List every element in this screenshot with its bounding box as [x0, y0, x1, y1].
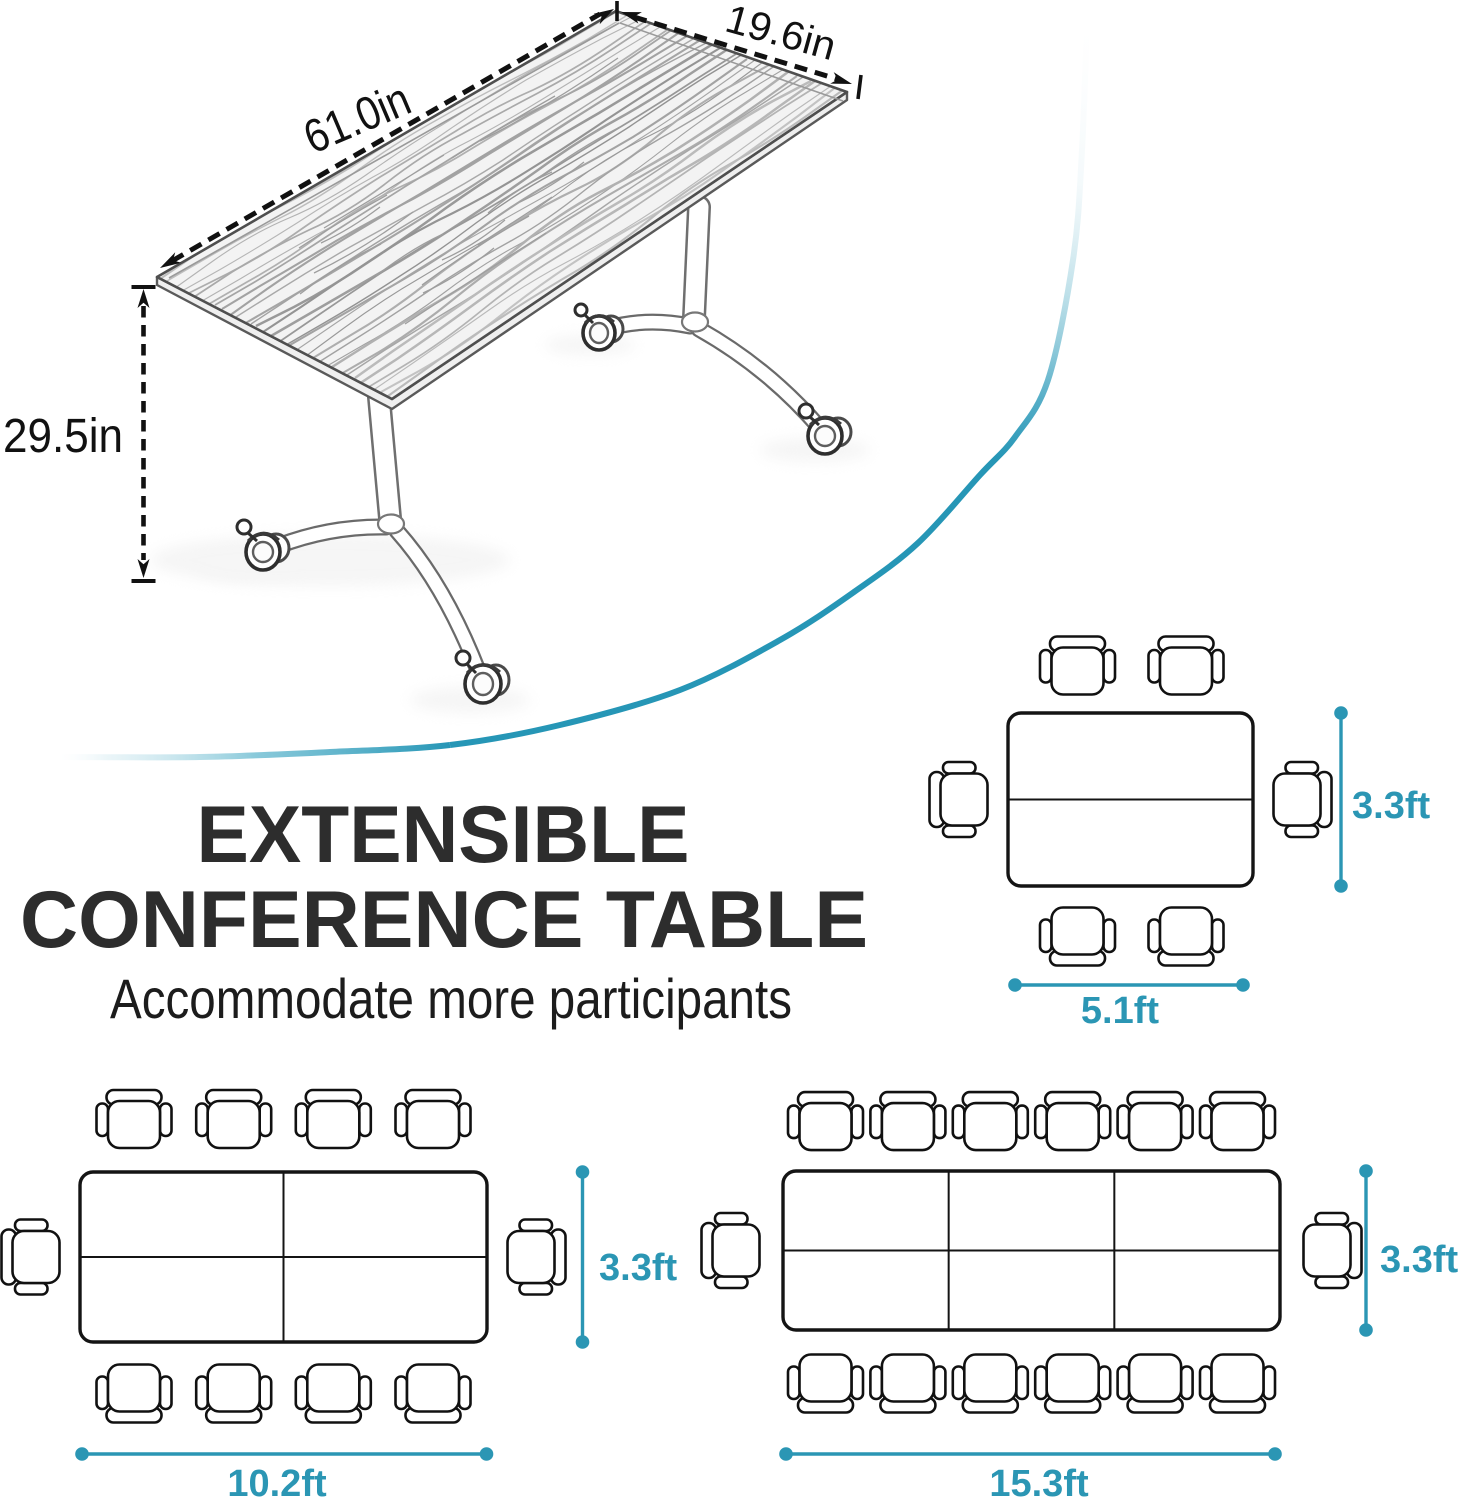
svg-text:15.3ft: 15.3ft: [989, 1463, 1089, 1500]
svg-text:29.5in: 29.5in: [3, 410, 123, 463]
svg-text:CONFERENCE TABLE: CONFERENCE TABLE: [20, 875, 868, 965]
svg-text:3.3ft: 3.3ft: [1380, 1239, 1458, 1281]
svg-text:EXTENSIBLE: EXTENSIBLE: [197, 790, 690, 880]
svg-text:3.3ft: 3.3ft: [599, 1247, 677, 1289]
svg-text:5.1ft: 5.1ft: [1081, 990, 1159, 1032]
svg-text:Accommodate more participants: Accommodate more participants: [110, 967, 792, 1030]
svg-text:3.3ft: 3.3ft: [1352, 785, 1430, 827]
svg-text:10.2ft: 10.2ft: [227, 1463, 327, 1500]
